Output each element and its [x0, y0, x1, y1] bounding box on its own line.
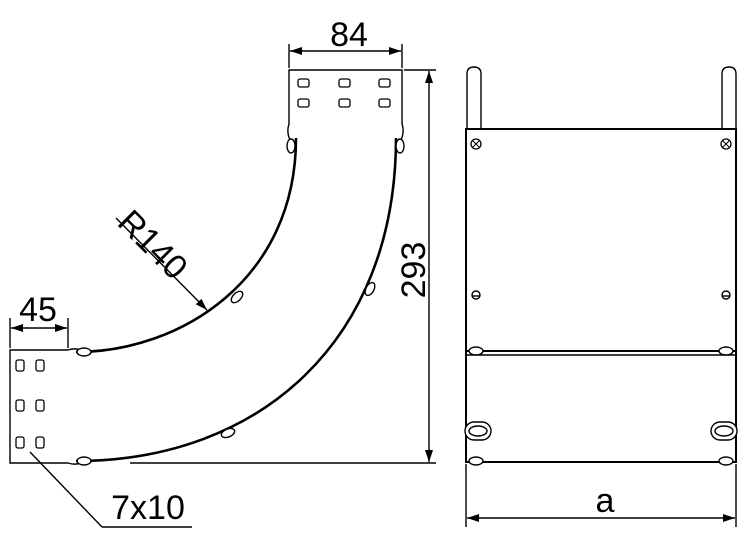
slot	[15, 399, 25, 412]
rivet	[76, 456, 92, 466]
rivet	[718, 456, 734, 466]
slot	[378, 98, 391, 108]
left-plate-outline	[9, 349, 68, 464]
screw	[470, 138, 482, 150]
dim-radius: R140	[110, 203, 208, 311]
slot	[297, 98, 310, 108]
dim-slot-size: 7x10	[29, 451, 192, 528]
dim-height: 293	[130, 69, 436, 464]
slot	[378, 78, 391, 88]
top-joint-tabs	[287, 123, 404, 143]
upper-body	[465, 128, 737, 352]
slot	[15, 436, 25, 449]
bend-rivets	[76, 138, 405, 466]
slot	[297, 78, 310, 88]
top-plate-outline	[288, 69, 403, 124]
bend-side-view: 84 45 R140 293 7x10	[9, 16, 436, 528]
rivet	[468, 456, 484, 466]
rivet	[721, 290, 731, 300]
rivet	[76, 347, 92, 357]
slot	[338, 98, 351, 108]
rivet	[471, 290, 481, 300]
right-flange	[721, 66, 737, 129]
rivet	[468, 346, 484, 356]
dim-width-a: a	[465, 464, 737, 527]
bolt-head	[468, 425, 488, 437]
coupler-bolts	[464, 421, 738, 466]
dim-label-height: 293	[395, 242, 433, 299]
left-plate-slots	[15, 359, 45, 449]
slot	[35, 436, 45, 449]
rivet	[220, 427, 236, 439]
rivet	[718, 346, 734, 356]
dim-label-width-a: a	[596, 482, 615, 520]
outer-bend-arc	[75, 137, 398, 463]
front-view: a	[464, 66, 738, 527]
front-mid-rivets	[468, 290, 734, 356]
screw	[720, 138, 732, 150]
dim-label-slot-size: 7x10	[111, 489, 185, 527]
top-plate-slots	[297, 78, 391, 108]
inner-bend-arc	[75, 137, 298, 354]
rivet	[395, 138, 405, 154]
dim-flange-width: 45	[9, 291, 69, 348]
lower-body	[465, 350, 737, 463]
rivet	[286, 138, 296, 154]
front-screws	[470, 138, 732, 150]
bolt-head	[714, 425, 734, 437]
slot	[35, 359, 45, 372]
dim-label-radius: R140	[110, 203, 194, 287]
dim-label-width-top: 84	[330, 16, 368, 54]
left-joint-tabs	[67, 348, 87, 465]
slot	[35, 399, 45, 412]
slot	[338, 78, 351, 88]
slot	[15, 359, 25, 372]
rivet	[230, 290, 244, 304]
dim-width-top: 84	[288, 16, 403, 68]
left-flange	[466, 66, 482, 129]
rivet	[364, 281, 376, 297]
dim-label-flange-width: 45	[19, 291, 57, 329]
